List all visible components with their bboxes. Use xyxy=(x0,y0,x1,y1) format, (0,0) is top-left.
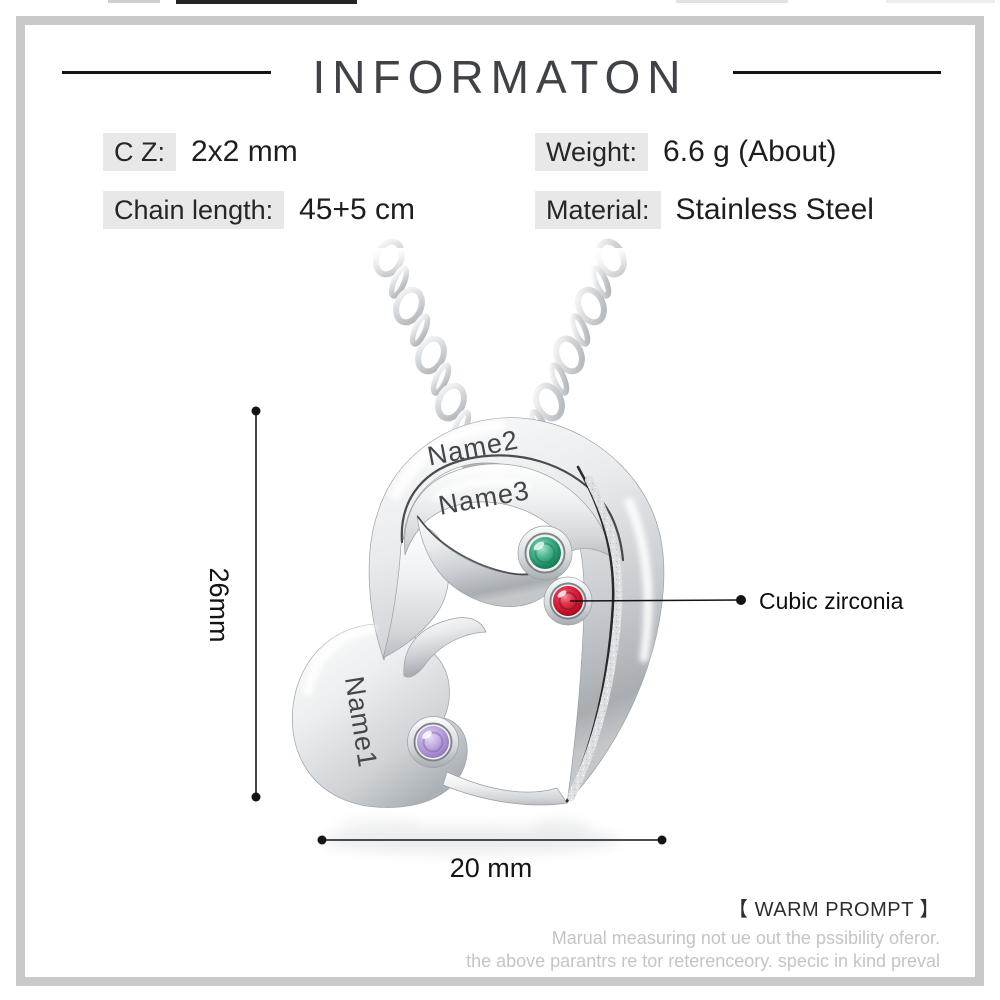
height-dimension-label: 26mm xyxy=(204,567,234,642)
cubic-zirconia-callout: Cubic zirconia xyxy=(569,588,904,614)
dimension-annotations: 26mm 20 mm xyxy=(204,406,667,883)
footer-note-line2: the above parantrs re tor reterenceory. … xyxy=(466,951,940,971)
heart-left-lobe xyxy=(291,623,468,808)
spec-material-label: Material: xyxy=(535,191,661,229)
cropped-content-fragment xyxy=(176,0,357,4)
title-rule-left xyxy=(62,71,271,74)
birthstone-red xyxy=(543,576,593,626)
cropped-content-fragment xyxy=(108,0,160,3)
spec-cz-value: 2x2 mm xyxy=(191,135,298,168)
spec-cz-label: C Z: xyxy=(103,133,176,171)
title-rule-right xyxy=(733,71,941,74)
spec-weight: Weight: 6.6 g (About) xyxy=(535,133,836,171)
gray-border-frame xyxy=(16,16,984,986)
cropped-content-fragment xyxy=(886,0,995,3)
spec-chain-length: Chain length: 45+5 cm xyxy=(103,191,415,229)
width-dimension-label: 20 mm xyxy=(450,853,533,883)
heart-pendant: Name2 Name3 Name1 xyxy=(291,417,665,808)
spec-chain-length-value: 45+5 cm xyxy=(299,193,416,226)
necklace-chain xyxy=(350,238,650,443)
page-title: INFORMATON xyxy=(312,51,688,103)
footer-notes: 【 WARM PROMPT 】 Marual measuring not ue … xyxy=(466,893,940,973)
warm-prompt: 【 WARM PROMPT 】 xyxy=(728,899,940,921)
spec-material: Material: Stainless Steel xyxy=(535,191,874,229)
spec-cz: C Z: 2x2 mm xyxy=(103,133,298,171)
birthstone-purple xyxy=(407,716,459,768)
pendant-reflection xyxy=(320,818,620,854)
cubic-zirconia-label: Cubic zirconia xyxy=(759,588,904,614)
birthstone-green xyxy=(517,525,573,581)
curl-leaf xyxy=(403,617,487,678)
spec-weight-value: 6.6 g (About) xyxy=(663,135,837,168)
spec-chain-length-label: Chain length: xyxy=(103,191,285,229)
footer-note-line1: Marual measuring not ue out the pssibili… xyxy=(551,928,940,948)
spec-material-value: Stainless Steel xyxy=(675,193,874,226)
spec-weight-label: Weight: xyxy=(535,133,649,171)
heart-bottom-tail xyxy=(442,771,568,806)
cropped-content-fragment xyxy=(676,0,788,3)
